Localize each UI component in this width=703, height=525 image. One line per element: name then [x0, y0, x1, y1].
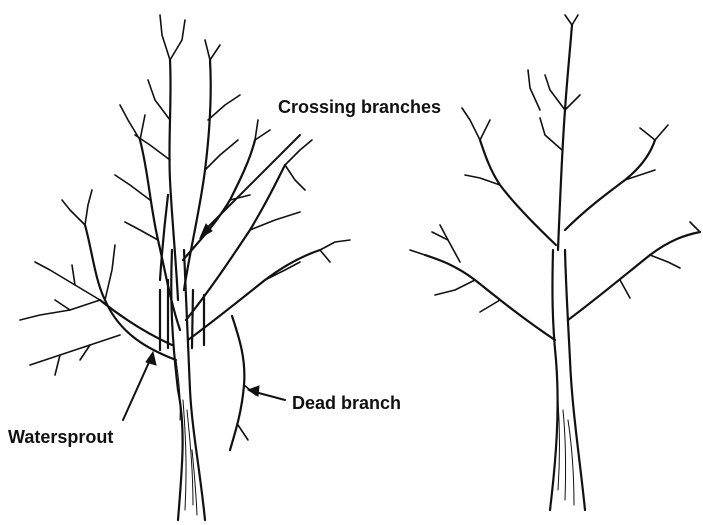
left-tree-twigs — [20, 15, 350, 375]
left-tree-dead-branch — [230, 316, 256, 450]
right-tree-trunk — [550, 250, 585, 510]
dead-branch-arrow — [248, 386, 285, 400]
watersprout-label: Watersprout — [8, 427, 113, 447]
right-tree — [410, 15, 700, 510]
crossing-branches-label: Crossing branches — [278, 97, 441, 117]
watersprout-arrow — [123, 352, 156, 420]
dead-branch-label: Dead branch — [292, 393, 401, 413]
left-tree-trunk — [171, 250, 205, 520]
left-tree-watersprouts — [160, 280, 204, 350]
right-tree-branches — [425, 25, 700, 340]
